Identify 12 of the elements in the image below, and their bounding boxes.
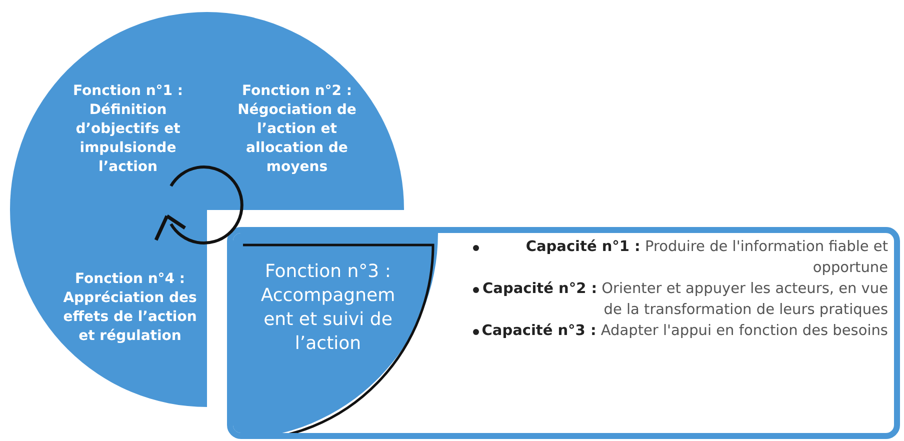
function-label: Fonction n°3 : Accompagnem ent et suivi de l’action: [260, 260, 396, 356]
capacity-panel: [227, 227, 900, 439]
capacity-item: Capacité n°2 : Orienter et appuyer les acteurs, en vue de la transformation de leurs pratiques: [473, 279, 888, 321]
function-label: Fonction n°2 : Négociation de l’action et allocation de moyens: [236, 82, 358, 177]
capacity-item: Capacité n°1 : Produire de l'information fiable et opportune: [473, 237, 888, 279]
quadrant-segment: [10, 210, 207, 407]
function-label: Fonction n°4 : Appréciation des effets de l’action et régulation: [62, 270, 198, 346]
quadrant-segment: [233, 233, 438, 433]
quadrant-segment: [10, 12, 207, 210]
capacity-item: Capacité n°3 : Adapter l'appui en fonction des besoins: [473, 321, 888, 342]
function-label: Fonction n°1 : Définition d’objectifs et impulsionde l’action: [72, 82, 184, 177]
quadrant-segment: [207, 12, 404, 210]
